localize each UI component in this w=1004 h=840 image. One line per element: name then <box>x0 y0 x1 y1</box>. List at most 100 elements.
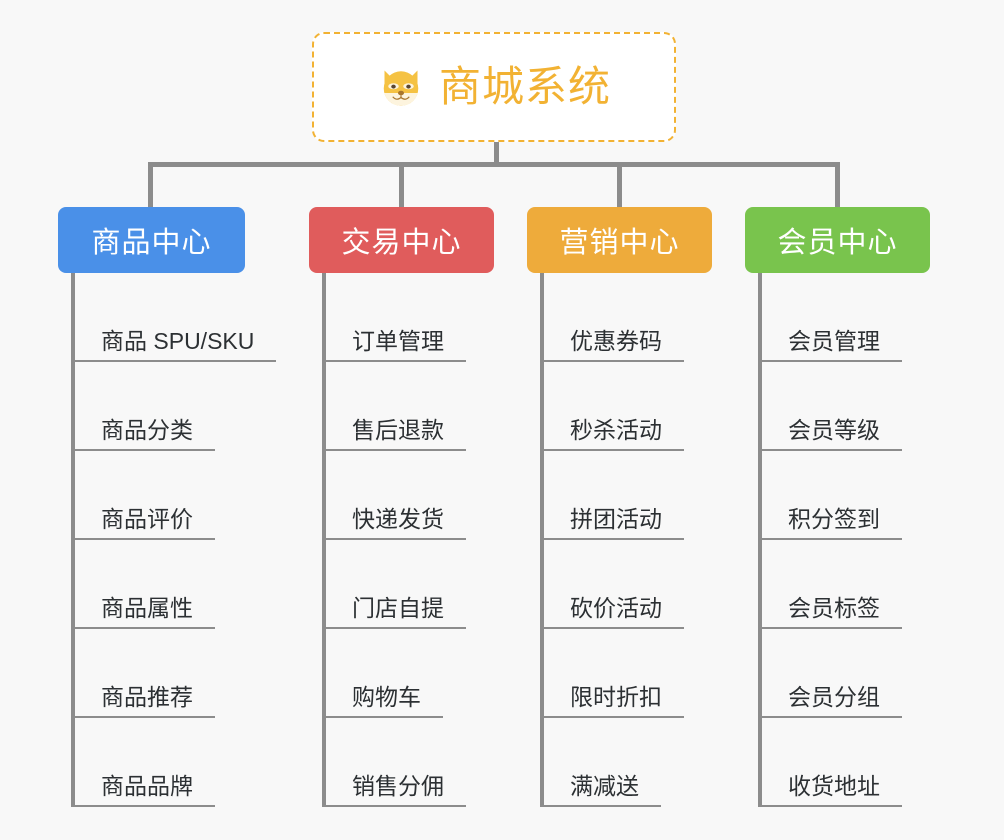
leaf-item-label: 会员管理 <box>788 327 880 354</box>
leaf-item-label: 会员分组 <box>788 683 880 710</box>
leaf-item-underline: 商品 SPU/SKU <box>75 327 277 362</box>
leaf-item[interactable]: 收货地址 <box>745 718 930 807</box>
leaf-item-underline: 订单管理 <box>326 328 466 362</box>
branch-header-4[interactable]: 会员中心 <box>745 207 930 273</box>
branch-leaf-list-1: 商品 SPU/SKU 商品分类商品评价商品属性商品推荐商品品牌 <box>58 273 277 807</box>
leaf-item-underline: 销售分佣 <box>326 773 466 807</box>
leaf-item-label: 销售分佣 <box>352 772 444 799</box>
leaf-item[interactable]: 砍价活动 <box>527 540 712 629</box>
leaf-item-label: 收货地址 <box>788 772 880 799</box>
leaf-item[interactable]: 会员分组 <box>745 629 930 718</box>
leaf-item[interactable]: 商品属性 <box>58 540 245 629</box>
branch-stem-4 <box>758 273 762 807</box>
leaf-item-underline: 拼团活动 <box>544 506 684 540</box>
leaf-item-underline: 商品属性 <box>75 595 215 629</box>
leaf-item-underline: 限时折扣 <box>544 684 684 718</box>
connector-drop-2 <box>399 162 404 208</box>
leaf-item[interactable]: 快递发货 <box>309 451 494 540</box>
leaf-item[interactable]: 积分签到 <box>745 451 930 540</box>
leaf-item-underline: 购物车 <box>326 684 443 718</box>
leaf-item-label: 会员等级 <box>788 416 880 443</box>
leaf-item-label: 商品评价 <box>101 505 193 532</box>
leaf-item[interactable]: 售后退款 <box>309 362 494 451</box>
leaf-item[interactable]: 满减送 <box>527 718 712 807</box>
leaf-item[interactable]: 门店自提 <box>309 540 494 629</box>
leaf-item[interactable]: 限时折扣 <box>527 629 712 718</box>
connector-drop-3 <box>617 162 622 208</box>
leaf-item[interactable]: 秒杀活动 <box>527 362 712 451</box>
connector-drop-1 <box>148 162 153 208</box>
leaf-item-label: 积分签到 <box>788 505 880 532</box>
leaf-item-underline: 秒杀活动 <box>544 417 684 451</box>
branch-column-1: 商品中心商品 SPU/SKU 商品分类商品评价商品属性商品推荐商品品牌 <box>58 207 277 807</box>
leaf-item-label: 商品 SPU/SKU <box>101 327 255 354</box>
branch-header-1[interactable]: 商品中心 <box>58 207 245 273</box>
root-node-label: 商城系统 <box>438 63 611 110</box>
branch-column-2: 交易中心订单管理售后退款快递发货门店自提购物车销售分佣 <box>309 207 494 807</box>
leaf-item[interactable]: 销售分佣 <box>309 718 494 807</box>
branch-column-3: 营销中心优惠券码秒杀活动拼团活动砍价活动限时折扣满减送 <box>527 207 712 807</box>
leaf-item[interactable]: 购物车 <box>309 629 494 718</box>
leaf-item-underline: 售后退款 <box>326 417 466 451</box>
leaf-item-label: 会员标签 <box>788 594 880 621</box>
connector-horizontal-bus <box>148 162 840 167</box>
branch-leaf-list-3: 优惠券码秒杀活动拼团活动砍价活动限时折扣满减送 <box>527 273 712 807</box>
leaf-item-underline: 商品分类 <box>75 417 215 451</box>
branch-column-4: 会员中心会员管理会员等级积分签到会员标签会员分组收货地址 <box>745 207 930 807</box>
branch-header-label: 商品中心 <box>91 227 212 259</box>
branch-header-2[interactable]: 交易中心 <box>309 207 494 273</box>
leaf-item[interactable]: 拼团活动 <box>527 451 712 540</box>
leaf-item-underline: 满减送 <box>544 773 661 807</box>
leaf-item[interactable]: 订单管理 <box>309 273 494 362</box>
dog-face-icon <box>383 70 419 108</box>
leaf-item-underline: 商品品牌 <box>75 773 215 807</box>
leaf-item-label: 拼团活动 <box>570 505 662 532</box>
leaf-item-label: 订单管理 <box>352 327 444 354</box>
branch-header-label: 交易中心 <box>341 227 462 259</box>
leaf-item-underline: 收货地址 <box>762 773 902 807</box>
leaf-item-label: 售后退款 <box>352 416 444 443</box>
leaf-item-underline: 快递发货 <box>326 506 466 540</box>
branch-header-label: 营销中心 <box>559 227 680 259</box>
leaf-item[interactable]: 商品品牌 <box>58 718 245 807</box>
leaf-item-label: 秒杀活动 <box>570 416 662 443</box>
branch-leaf-list-4: 会员管理会员等级积分签到会员标签会员分组收货地址 <box>745 273 930 807</box>
leaf-item-label: 优惠券码 <box>570 327 662 354</box>
root-node-shopping-mall-system[interactable]: 商城系统 <box>312 32 676 142</box>
leaf-item-label: 购物车 <box>352 683 421 710</box>
branch-stem-2 <box>322 273 326 807</box>
leaf-item-underline: 会员管理 <box>762 328 902 362</box>
leaf-item-underline: 会员分组 <box>762 684 902 718</box>
connector-drop-4 <box>835 162 840 208</box>
leaf-item-underline: 门店自提 <box>326 595 466 629</box>
leaf-item-label: 门店自提 <box>352 594 444 621</box>
leaf-item[interactable]: 商品评价 <box>58 451 245 540</box>
branch-stem-1 <box>71 273 75 807</box>
leaf-item-underline: 积分签到 <box>762 506 902 540</box>
leaf-item[interactable]: 会员管理 <box>745 273 930 362</box>
leaf-item[interactable]: 商品推荐 <box>58 629 245 718</box>
leaf-item-label: 快递发货 <box>352 505 444 532</box>
branch-stem-3 <box>540 273 544 807</box>
leaf-item-underline: 商品推荐 <box>75 684 215 718</box>
branch-header-3[interactable]: 营销中心 <box>527 207 712 273</box>
leaf-item-label: 满减送 <box>570 772 639 799</box>
leaf-item-label: 砍价活动 <box>570 594 662 621</box>
leaf-item[interactable]: 商品分类 <box>58 362 245 451</box>
leaf-item[interactable]: 商品 SPU/SKU <box>58 273 277 362</box>
leaf-item-underline: 会员标签 <box>762 595 902 629</box>
leaf-item-underline: 优惠券码 <box>544 328 684 362</box>
branch-leaf-list-2: 订单管理售后退款快递发货门店自提购物车销售分佣 <box>309 273 494 807</box>
leaf-item-label: 商品推荐 <box>101 683 193 710</box>
leaf-item[interactable]: 会员标签 <box>745 540 930 629</box>
leaf-item-label: 商品品牌 <box>101 772 193 799</box>
leaf-item[interactable]: 会员等级 <box>745 362 930 451</box>
leaf-item-label: 限时折扣 <box>570 683 662 710</box>
leaf-item-label: 商品分类 <box>101 416 193 443</box>
leaf-item-underline: 商品评价 <box>75 506 215 540</box>
leaf-item[interactable]: 优惠券码 <box>527 273 712 362</box>
connector-root-stem <box>494 142 499 164</box>
leaf-item-label: 商品属性 <box>101 594 193 621</box>
branch-header-label: 会员中心 <box>777 227 898 259</box>
